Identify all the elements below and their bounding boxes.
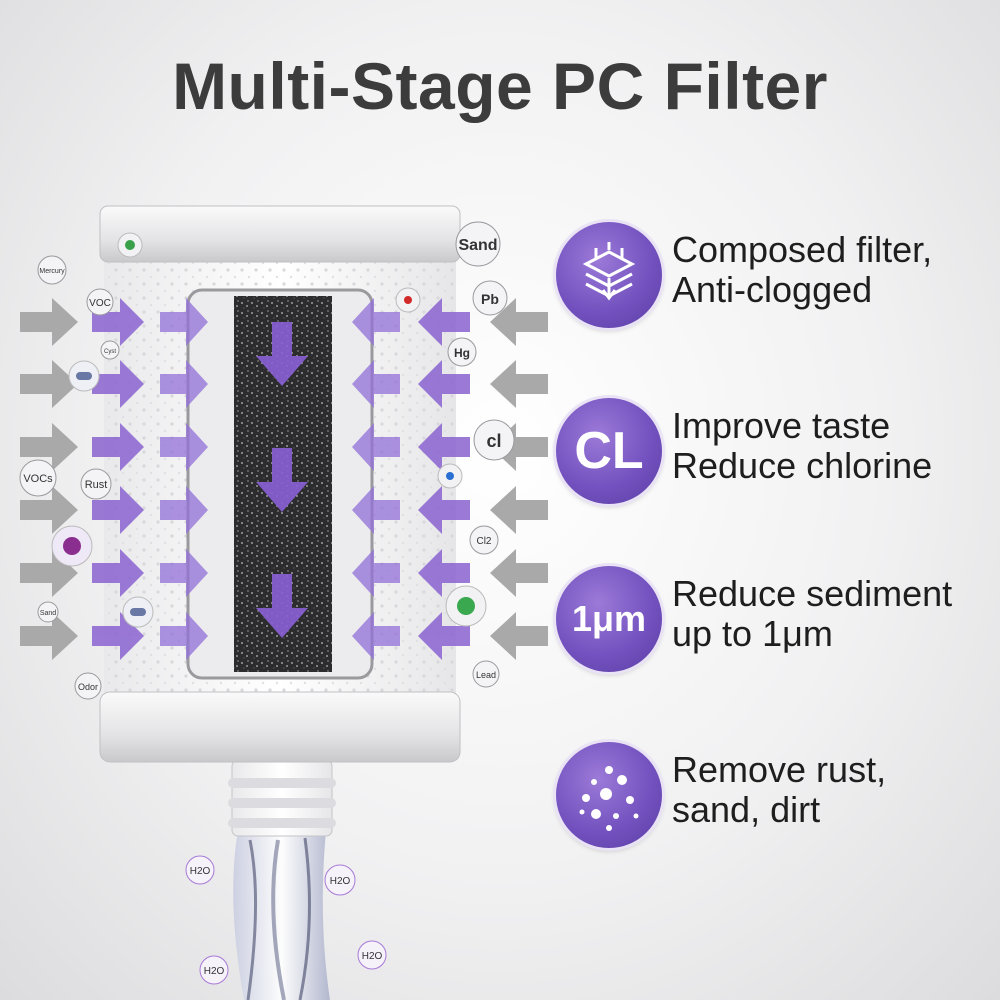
feature-line2: up to 1μm bbox=[672, 613, 833, 654]
bubble-pb: Pb bbox=[472, 280, 508, 316]
bubble-odor: Odor bbox=[74, 672, 102, 700]
bubble-cyst: Cyst bbox=[100, 340, 120, 360]
feature-line1: Improve taste bbox=[672, 405, 891, 446]
svg-text:Mercury: Mercury bbox=[39, 268, 65, 275]
bacteria-icon bbox=[117, 232, 143, 258]
feature-chlorine: CL Improve taste Reduce chlorine bbox=[556, 398, 996, 508]
feature-line1: Composed filter, bbox=[672, 229, 933, 270]
svg-text:H2O: H2O bbox=[362, 951, 383, 962]
red-cell-icon bbox=[395, 287, 421, 313]
inflow-arrows bbox=[20, 298, 548, 660]
svg-text:Sand: Sand bbox=[458, 237, 497, 254]
bubble-rust: Rust bbox=[80, 468, 112, 500]
svg-text:H2O: H2O bbox=[190, 866, 211, 877]
bubble-voc: VOC bbox=[86, 288, 114, 316]
downflow-arrows bbox=[256, 322, 308, 638]
svg-text:H2O: H2O bbox=[330, 876, 351, 887]
particles-icon bbox=[556, 742, 662, 848]
bubble-cl: cl bbox=[473, 419, 515, 461]
svg-text:Rust: Rust bbox=[85, 479, 108, 491]
svg-text:Odor: Odor bbox=[78, 682, 98, 692]
water-stream bbox=[233, 830, 330, 1000]
svg-text:Cyst: Cyst bbox=[104, 349, 116, 355]
micron-icon: 1μm bbox=[556, 566, 662, 672]
layers-filter-icon bbox=[556, 222, 662, 328]
bubble-hg: Hg bbox=[447, 337, 477, 367]
feature-rust-sand: Remove rust, sand, dirt bbox=[556, 742, 996, 852]
bubble-vocs: VOCs bbox=[19, 459, 57, 497]
outlet-spout bbox=[228, 759, 336, 837]
svg-text:VOC: VOC bbox=[89, 298, 111, 309]
water-molecules: H2O H2O H2O H2O bbox=[185, 855, 387, 985]
svg-text:Sand: Sand bbox=[40, 610, 56, 617]
bubble-sand-small: Sand bbox=[37, 601, 59, 623]
page-title: Multi-Stage PC Filter bbox=[172, 49, 828, 123]
feature-line1: Reduce sediment bbox=[672, 573, 953, 614]
bubble-mercury: Mercury bbox=[37, 255, 67, 285]
filtered-arrows bbox=[92, 298, 470, 660]
svg-text:Cl2: Cl2 bbox=[476, 536, 491, 547]
feature-line1: Remove rust, bbox=[672, 749, 887, 790]
bubble-cl2: Cl2 bbox=[469, 525, 499, 555]
chlorine-icon: CL bbox=[556, 398, 662, 504]
svg-text:Hg: Hg bbox=[454, 346, 470, 360]
svg-text:Pb: Pb bbox=[481, 291, 499, 307]
feature-composed-filter: Composed filter, Anti-clogged bbox=[556, 222, 996, 332]
bubble-sand: Sand bbox=[455, 221, 501, 267]
virus-icon bbox=[51, 525, 93, 567]
feature-line2: Anti-clogged bbox=[672, 269, 873, 310]
feature-line2: sand, dirt bbox=[672, 789, 821, 830]
svg-text:VOCs: VOCs bbox=[23, 473, 53, 485]
contaminant-bubbles: Mercury VOC Cyst VOCs Rust Sand Odor San… bbox=[19, 221, 515, 700]
microbe-icon bbox=[68, 360, 100, 392]
green-virus-icon bbox=[445, 585, 487, 627]
feature-line2: Reduce chlorine bbox=[672, 445, 933, 486]
microbe-icon-2 bbox=[122, 596, 154, 628]
svg-text:H2O: H2O bbox=[204, 966, 225, 977]
bubble-lead: Lead bbox=[472, 660, 500, 688]
svg-text:cl: cl bbox=[486, 431, 501, 451]
feature-sediment: 1μm Reduce sediment up to 1μm bbox=[556, 566, 996, 676]
svg-text:Lead: Lead bbox=[476, 670, 496, 680]
blue-bacteria-icon bbox=[437, 463, 463, 489]
